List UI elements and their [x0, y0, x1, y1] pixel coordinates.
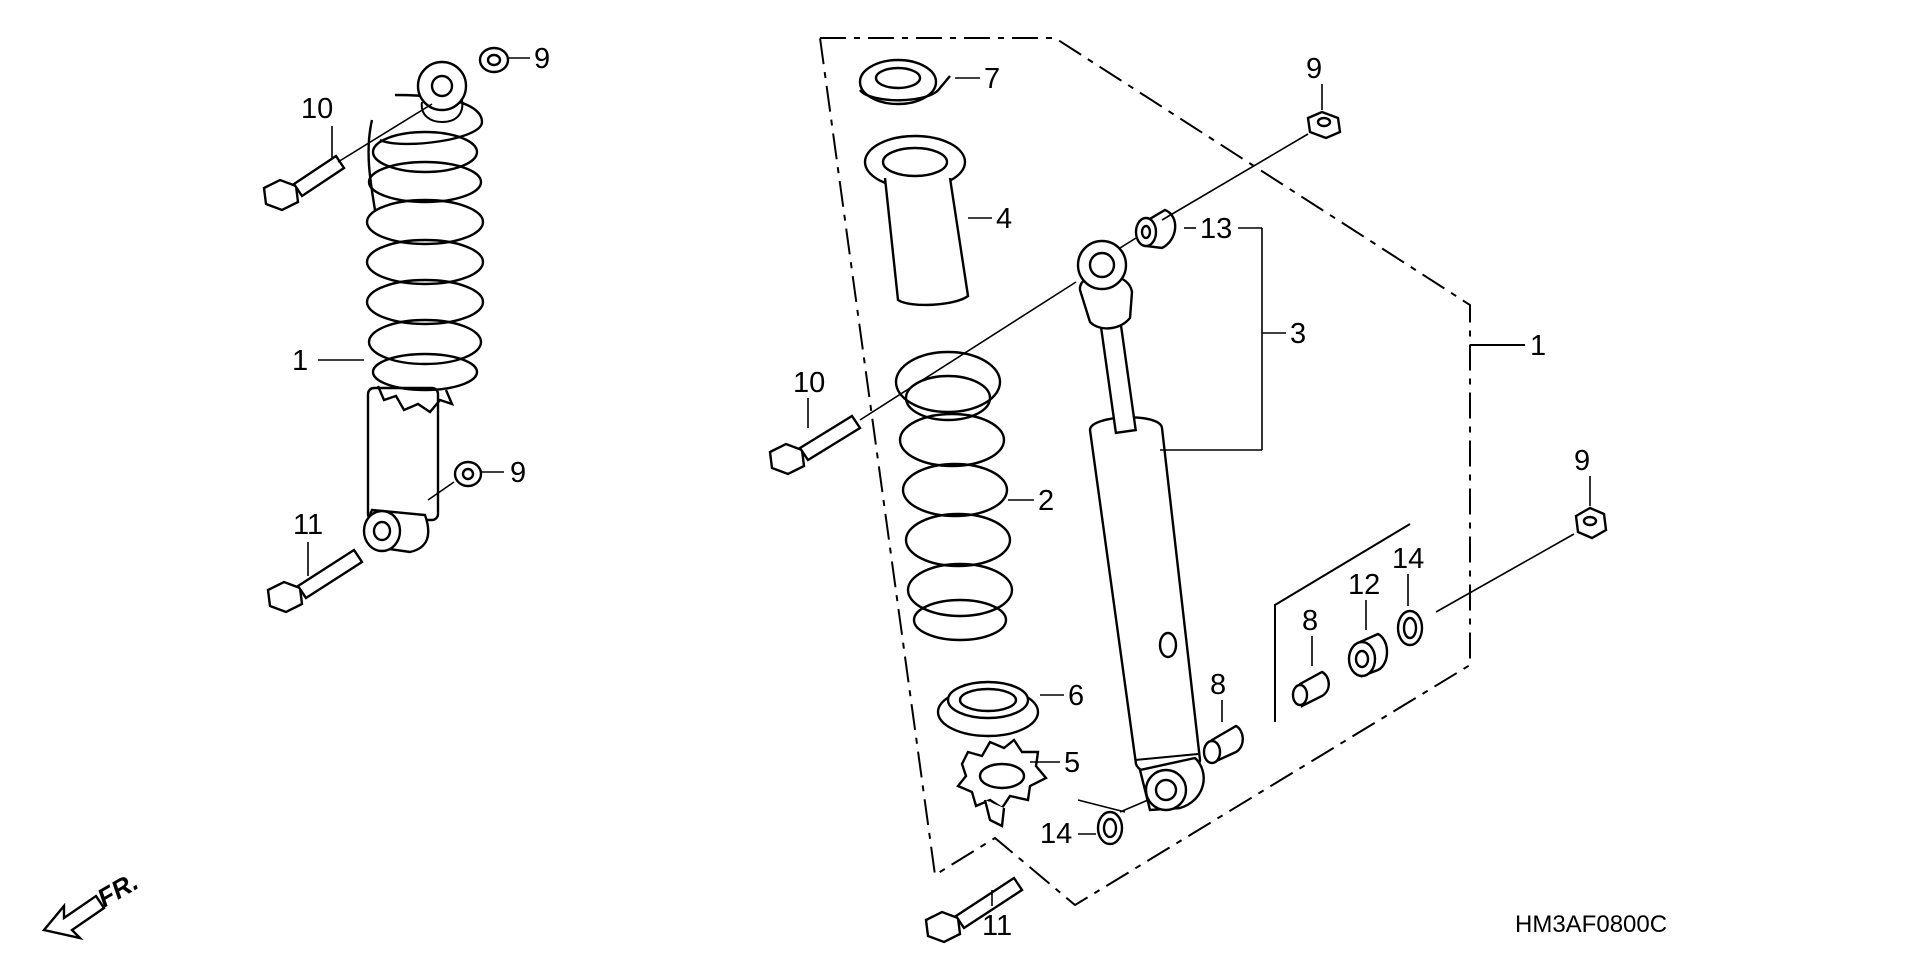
- callout-collar-inner: 8: [1302, 605, 1318, 637]
- callout-labels: 9 10 1 9 11 7 4 10 2 6 5 14 11 9 13 3 1 …: [292, 43, 1590, 942]
- callout-spring-seat-lower: 6: [1068, 680, 1084, 712]
- lower-spring-seat: [936, 680, 1040, 738]
- callout-upper-nut: 9: [1306, 53, 1322, 85]
- callout-left-assembly: 1: [292, 345, 308, 377]
- callout-collar-outer: 8: [1210, 669, 1226, 701]
- callout-spring-seat-upper: 7: [984, 63, 1000, 95]
- callout-assembly: 1: [1530, 330, 1546, 362]
- lower-flange-nut: [1574, 506, 1608, 540]
- callout-adjuster: 5: [1064, 747, 1080, 779]
- left-coil-spring: [365, 93, 485, 392]
- collar-inner: [1291, 670, 1330, 708]
- front-direction-indicator: FR.: [41, 866, 143, 941]
- lower-bolt: [924, 876, 1024, 944]
- assembly-boundary: [819, 37, 1471, 907]
- arrow-down-left-icon: [41, 894, 106, 941]
- upper-spring-seat: [858, 58, 951, 106]
- callout-spring: 2: [1038, 485, 1054, 517]
- coil-spring: [894, 350, 1014, 642]
- diagram-code: HM3AF0800C: [1515, 911, 1667, 938]
- callout-upper-bolt: 10: [793, 367, 825, 399]
- left-shock-assembly: [262, 46, 530, 614]
- callout-left-upper-bolt: 10: [301, 93, 333, 125]
- damper-unit: [1076, 239, 1205, 812]
- callout-lower-nut: 9: [1574, 445, 1590, 477]
- upper-flange-nut: [1306, 110, 1342, 140]
- callout-damper: 3: [1290, 318, 1306, 350]
- lower-bushing: [1347, 632, 1389, 678]
- left-upper-eye: [416, 60, 468, 124]
- callout-bushing: 12: [1348, 569, 1380, 601]
- left-upper-bolt: [262, 154, 346, 212]
- left-lower-eye: [362, 508, 430, 554]
- left-lower-bolt: [266, 548, 364, 614]
- callout-dust-seal-left: 14: [1040, 818, 1072, 850]
- stopper-boot: [863, 134, 970, 307]
- upper-bolt: [768, 414, 862, 476]
- dust-seal-upper: [1396, 609, 1424, 647]
- callout-lower-bolt: 11: [982, 910, 1012, 942]
- upper-bushing: [1134, 208, 1177, 250]
- dust-seal-lower: [1096, 810, 1124, 846]
- left-upper-flange-nut: [478, 46, 510, 74]
- callout-dust-seal-right: 14: [1392, 543, 1424, 575]
- callout-stopper-rubber: 4: [996, 203, 1012, 235]
- callout-left-lower-bolt: 11: [293, 509, 323, 541]
- spring-adjuster: [956, 738, 1048, 828]
- collar-outer: [1202, 724, 1244, 765]
- callout-left-lower-nut: 9: [510, 457, 526, 489]
- callout-left-upper-nut: 9: [534, 43, 550, 75]
- callout-upper-bushing: 13: [1200, 213, 1232, 245]
- left-lower-flange-nut: [453, 460, 483, 488]
